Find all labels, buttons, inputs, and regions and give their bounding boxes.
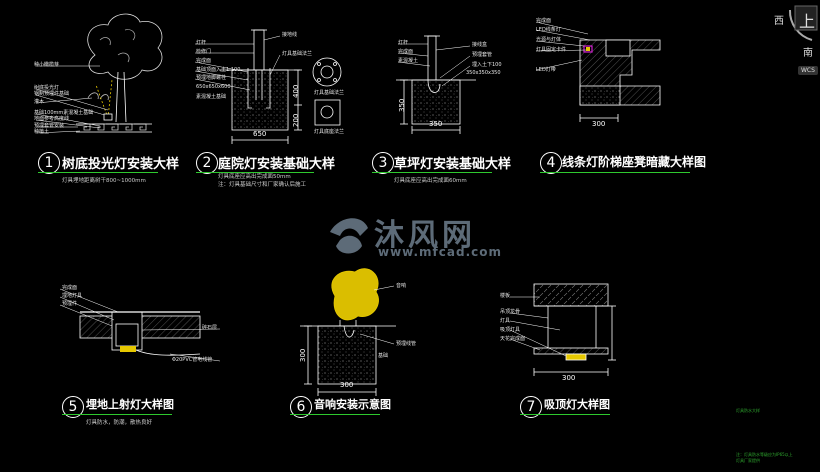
d4-label-4: LED灯带 xyxy=(536,67,556,73)
detail-5-note: 灯具防水，防潮，散热良好 xyxy=(86,420,153,426)
detail-5-title: 埋地上射灯大样图 xyxy=(86,398,174,411)
detail-7-number: 7 xyxy=(520,396,542,418)
detail-6-underline xyxy=(290,414,380,415)
d3-label-5: 350x350x350 xyxy=(466,70,501,76)
detail-4-number: 4 xyxy=(540,152,562,174)
d2-dim-h2: 200 xyxy=(292,113,300,127)
d4-label-3: 灯具固定卡件 xyxy=(536,47,567,53)
watermark-brand: 沐风网 xyxy=(374,218,476,253)
detail-1-drawing xyxy=(35,13,163,134)
watermark-logo xyxy=(330,218,368,254)
d6-dim-w: 300 xyxy=(340,381,354,389)
d2-label-5: 接地线 xyxy=(282,32,298,38)
d7-label-0: 楼板 xyxy=(500,293,511,299)
d6-label-0: 音响 xyxy=(396,283,407,289)
detail-6-title: 音响安装示意图 xyxy=(314,398,391,411)
viewcube-wcs[interactable]: WCS xyxy=(798,66,818,75)
detail-3-drawing xyxy=(396,35,476,134)
d2-label-6: 灯具基础法兰 xyxy=(282,51,313,57)
d4-label-2: 光源与灯体 xyxy=(536,37,562,43)
d5-label-1: 埋地灯具 xyxy=(62,293,83,299)
d4-label-1: LED线条灯 xyxy=(536,27,561,33)
d1-label-3: 灌木 xyxy=(34,99,45,105)
d6-label-2: 基础 xyxy=(378,353,389,359)
detail-1-note: 灯具埋地距离树干800~1000mm xyxy=(62,178,146,184)
d3-label-1: 接线盒 xyxy=(472,42,488,48)
detail-4-underline xyxy=(540,172,690,173)
detail-6-drawing xyxy=(300,268,396,396)
d7-label-3: 吸顶灯具 xyxy=(500,327,521,333)
d4-label-0: 完成面 xyxy=(536,18,552,24)
d2-label-4: 预埋地脚螺栓 xyxy=(196,75,227,81)
d5-label-4: Φ20PVC管电线管 xyxy=(172,357,213,363)
d2-dim-w: 650 xyxy=(253,130,267,138)
detail-5-drawing xyxy=(59,288,221,362)
viewcube-west[interactable]: 西 xyxy=(774,16,784,27)
detail-5-number: 5 xyxy=(62,396,84,418)
d2-label-2: 完成面 xyxy=(196,58,212,64)
detail-3-number: 3 xyxy=(372,152,394,174)
detail-3-underline xyxy=(372,172,492,173)
d1-label-4: 基础100mm素混凝土基础 xyxy=(34,110,94,116)
d5-label-2: 预埋件 xyxy=(62,301,78,307)
d3-label-6: 素混凝土 xyxy=(398,58,419,64)
d1-label-5: 地面参考高度线 xyxy=(34,116,70,122)
d2-plan-label-1: 灯具底座法兰 xyxy=(314,129,345,135)
d7-dim-w: 300 xyxy=(562,374,576,382)
detail-5-underline xyxy=(62,414,172,415)
d1-label-2: 钢制预埋件基础 xyxy=(34,91,70,97)
d3-label-3: 完成面 xyxy=(398,49,414,55)
d5-label-3: 碎石层 xyxy=(202,325,218,331)
d1-label-1: 树底投光灯 xyxy=(34,85,60,91)
viewcube xyxy=(788,5,818,41)
corner-note-1: 注：灯具防水等级应为IP65以上 xyxy=(736,452,793,457)
detail-4-drawing xyxy=(535,21,661,122)
corner-note-0: 灯具防水大样 xyxy=(736,408,760,413)
detail-7-drawing xyxy=(509,283,616,376)
d7-label-4: 天花完成面 xyxy=(500,336,526,342)
d2-label-8: 素混凝土基础 xyxy=(196,94,227,100)
d5-label-0: 完成面 xyxy=(62,285,78,291)
detail-2-title: 庭院灯安装基础大样 xyxy=(218,157,336,172)
d2-label-7: 650x650x600 xyxy=(196,84,231,90)
detail-3-note: 灯具底座应高出完成面60mm xyxy=(394,178,467,184)
detail-7-underline xyxy=(520,414,610,415)
detail-6-number: 6 xyxy=(290,396,312,418)
d3-dim-w: 350 xyxy=(429,120,443,128)
d3-label-2: 预埋套管 xyxy=(472,52,493,58)
viewcube-south[interactable]: 南 xyxy=(803,48,813,59)
detail-2-note: 灯具底座应高出完成面50mm xyxy=(218,174,291,180)
d2-label-3: 基础顶面入土1:100 xyxy=(196,67,241,73)
d6-label-1: 预埋线管 xyxy=(396,341,417,347)
d7-label-2: 灯具 xyxy=(500,318,511,324)
d1-label-0: 种小橄榄芽 xyxy=(34,62,60,68)
detail-2-drawing xyxy=(194,29,342,144)
d2-dim-h1: 400 xyxy=(292,84,300,98)
d4-dim-w: 300 xyxy=(592,120,606,128)
detail-2-number: 2 xyxy=(196,152,218,174)
detail-2-note2: 注：灯具基础尺寸和厂家确认后施工 xyxy=(218,182,307,188)
watermark-url: www.mfcad.com xyxy=(378,245,502,259)
corner-note-2: 灯具厂家提供 xyxy=(736,458,760,463)
viewcube-top[interactable]: 上 xyxy=(799,12,816,31)
d3-label-0: 灯杆 xyxy=(398,40,409,46)
detail-1-title: 树底投光灯安装大样 xyxy=(62,157,180,172)
detail-2-underline xyxy=(196,172,314,173)
d2-label-1: 检修门 xyxy=(196,49,212,55)
detail-4-title: 线条灯阶梯座凳暗藏大样图 xyxy=(562,155,707,169)
d2-label-0: 灯杆 xyxy=(196,40,207,46)
detail-7-title: 吸顶灯大样图 xyxy=(544,398,610,411)
d3-dim-h: 350 xyxy=(398,98,406,112)
d2-plan-label-0: 灯具基础法兰 xyxy=(314,90,345,96)
detail-3-title: 草坪灯安装基础大样 xyxy=(394,157,512,172)
detail-1-underline xyxy=(38,172,158,173)
d3-label-4: 埋入土下100 xyxy=(472,62,502,68)
d6-dim-h: 300 xyxy=(299,348,307,362)
d1-label-6: 预埋套管安装 xyxy=(34,123,65,129)
detail-1-number: 1 xyxy=(38,152,60,174)
d7-label-1: 吊顶龙骨 xyxy=(500,309,521,315)
d1-label-7: 种植土 xyxy=(34,129,50,135)
